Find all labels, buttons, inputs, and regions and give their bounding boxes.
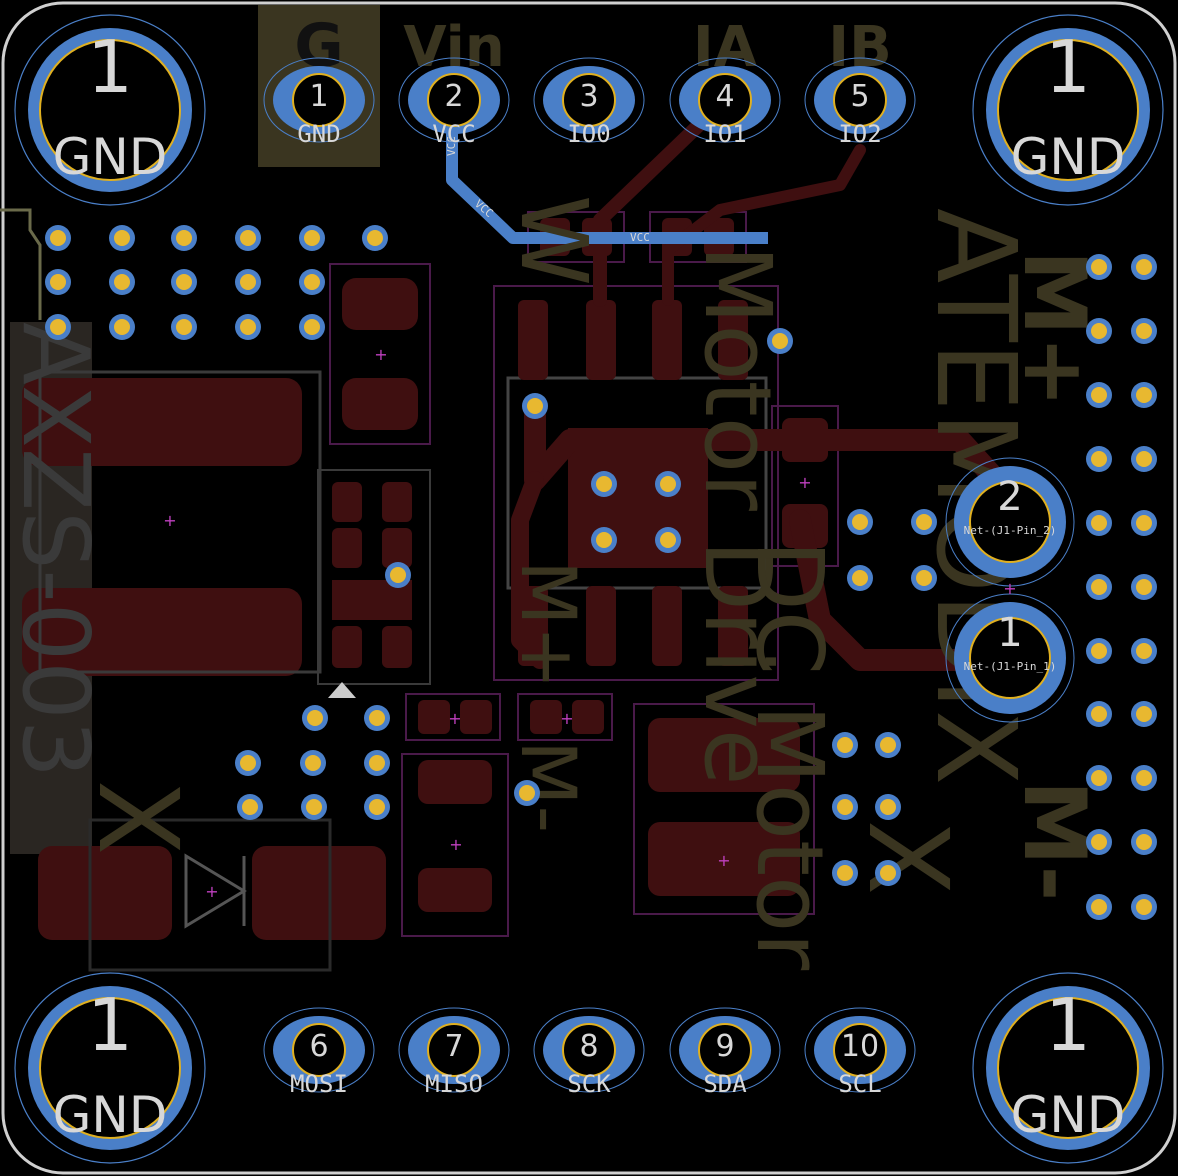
header-pin-number: 9	[715, 1029, 734, 1064]
trace-label-vcc-c: VCC	[630, 231, 650, 244]
header-pin-number: 5	[850, 79, 869, 114]
header-pin-net: IO0	[567, 120, 610, 148]
svg-text:+: +	[717, 851, 730, 870]
fab-m-plus-text: M+	[504, 560, 593, 689]
header-pin-net: SDA	[703, 1070, 747, 1098]
fab-x2-text: X	[844, 820, 972, 895]
trace-label-vcc-a: VCC	[445, 136, 458, 156]
via-field	[45, 225, 1157, 920]
svg-text:+: +	[374, 345, 387, 364]
mounting-hole-number: 1	[87, 983, 133, 1067]
board-id-text: AXZS-003	[2, 322, 109, 778]
header-pin-net: SCL	[838, 1070, 881, 1098]
header-pin-number: 6	[309, 1029, 328, 1064]
inductor-footprint: +	[10, 322, 322, 854]
mounting-hole-net: GND	[1011, 128, 1126, 186]
header-pin-number: 3	[579, 79, 598, 114]
header-pin-number: 1	[309, 79, 328, 114]
fab-w-text: W	[500, 195, 607, 286]
header-pin-number: 2	[444, 79, 463, 114]
header-pin-number: 7	[444, 1029, 463, 1064]
motor-pin-net: Net-(J1-Pin_2)	[964, 524, 1057, 537]
header-pin-net: MOSI	[290, 1070, 348, 1098]
mounting-hole-net: GND	[1011, 1086, 1126, 1144]
mounting-hole-net: GND	[53, 1086, 168, 1144]
mounting-hole-number: 1	[1045, 25, 1091, 109]
header-pin-number: 8	[579, 1029, 598, 1064]
motor-pin-net: Net-(J1-Pin_1)	[964, 660, 1057, 673]
svg-text:+: +	[798, 473, 811, 492]
svg-text:+: +	[449, 835, 462, 854]
header-pin-net: IO2	[838, 120, 881, 148]
mounting-hole-net: GND	[53, 128, 168, 186]
header-pin-number: 10	[841, 1029, 879, 1064]
fab-x-text: X	[74, 780, 202, 855]
motor-pin-number: 2	[997, 474, 1022, 520]
capacitor-footprints: + + + + +	[317, 263, 815, 937]
edge-connector-outline	[0, 208, 42, 320]
svg-text:+: +	[448, 709, 461, 728]
header-pin-net: MISO	[425, 1070, 483, 1098]
header-pin-number: 4	[715, 79, 734, 114]
header-pin-net: IO1	[703, 120, 746, 148]
diode-center-mark: +	[205, 882, 218, 901]
motor-pin-number: 1	[997, 610, 1022, 656]
dc-motor-text: DC Motor	[736, 540, 843, 970]
motor-connector-center-mark: +	[1003, 579, 1016, 598]
mounting-hole-number: 1	[1045, 983, 1091, 1067]
header-pin-net: VCC	[432, 120, 475, 148]
mounting-hole-number: 1	[87, 25, 133, 109]
header-pin-net: GND	[297, 120, 340, 148]
svg-text:+: +	[560, 709, 573, 728]
diode-footprint: +	[38, 818, 386, 972]
top-copper-traces	[511, 93, 1021, 671]
header-pin-net: SCK	[567, 1070, 611, 1098]
inductor-center-mark: +	[163, 511, 176, 530]
